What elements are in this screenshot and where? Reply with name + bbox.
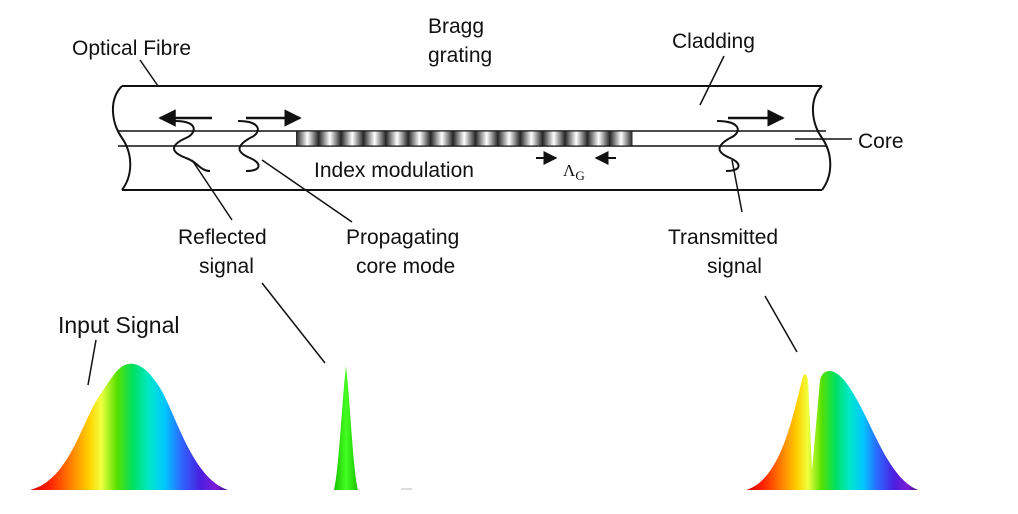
reflected-signal-peak xyxy=(334,366,358,490)
grating-period-cell xyxy=(497,131,521,146)
reflected-leader xyxy=(191,159,233,221)
mode-profiles xyxy=(173,120,740,172)
transmitted-signal-spectrum xyxy=(746,370,918,490)
input-signal-leader xyxy=(87,339,97,386)
grating-period-cell xyxy=(564,131,588,146)
optical-fibre xyxy=(112,85,832,191)
bragg-grating-pattern xyxy=(296,131,633,146)
grating-period-cell xyxy=(408,131,431,146)
cladding-leader xyxy=(699,55,725,106)
propagating-mode-profile xyxy=(237,120,260,172)
cladding-label: Cladding xyxy=(672,30,755,53)
grating-period-cell xyxy=(475,131,499,146)
grating-period-cell xyxy=(318,131,342,146)
bragg-label-line2: grating xyxy=(428,44,492,67)
reflected-mode-profile xyxy=(173,120,211,172)
bragg-label-line1: Bragg xyxy=(428,15,484,38)
grating-period-cell xyxy=(340,131,364,146)
grating-period-cell xyxy=(296,131,319,146)
fibre-core xyxy=(118,130,826,147)
transmitted-label-line1: Transmitted xyxy=(668,226,778,249)
grating-period-cell xyxy=(609,131,633,146)
reflected-spectrum-leader xyxy=(261,282,326,364)
grating-period-cell xyxy=(430,131,454,146)
fibre-right-end xyxy=(812,85,832,191)
optical-fibre-leader xyxy=(139,59,159,87)
transmitted-leader xyxy=(731,159,743,213)
period-label: ΛG xyxy=(563,161,585,183)
grating-period-cell xyxy=(587,131,611,146)
transmitted-spectrum-leader xyxy=(764,295,798,353)
grating-period-cell xyxy=(542,131,566,146)
reflected-label-line1: Reflected xyxy=(178,226,267,249)
input-signal-label: Input Signal xyxy=(58,312,179,338)
reflected-label-line2: signal xyxy=(199,255,254,278)
propagating-leader xyxy=(261,159,353,223)
propagation-arrows xyxy=(158,109,785,165)
transmitted-mode-profile xyxy=(716,120,740,172)
transmitted-label-line2: signal xyxy=(707,255,762,278)
fibre-left-end xyxy=(112,85,132,191)
grating-period-cell xyxy=(385,131,409,146)
grating-period-cell xyxy=(452,131,476,146)
leader-lines xyxy=(87,55,852,386)
propagating-label-line1: Propagating xyxy=(346,226,459,249)
core-label: Core xyxy=(858,130,904,153)
propagating-label-line2: core mode xyxy=(356,255,455,278)
grating-period-cell xyxy=(363,131,387,146)
grating-period-cell xyxy=(520,131,543,146)
optical-fibre-label: Optical Fibre xyxy=(72,37,191,60)
index-modulation-label: Index modulation xyxy=(314,159,474,182)
input-signal-spectrum xyxy=(30,363,228,490)
